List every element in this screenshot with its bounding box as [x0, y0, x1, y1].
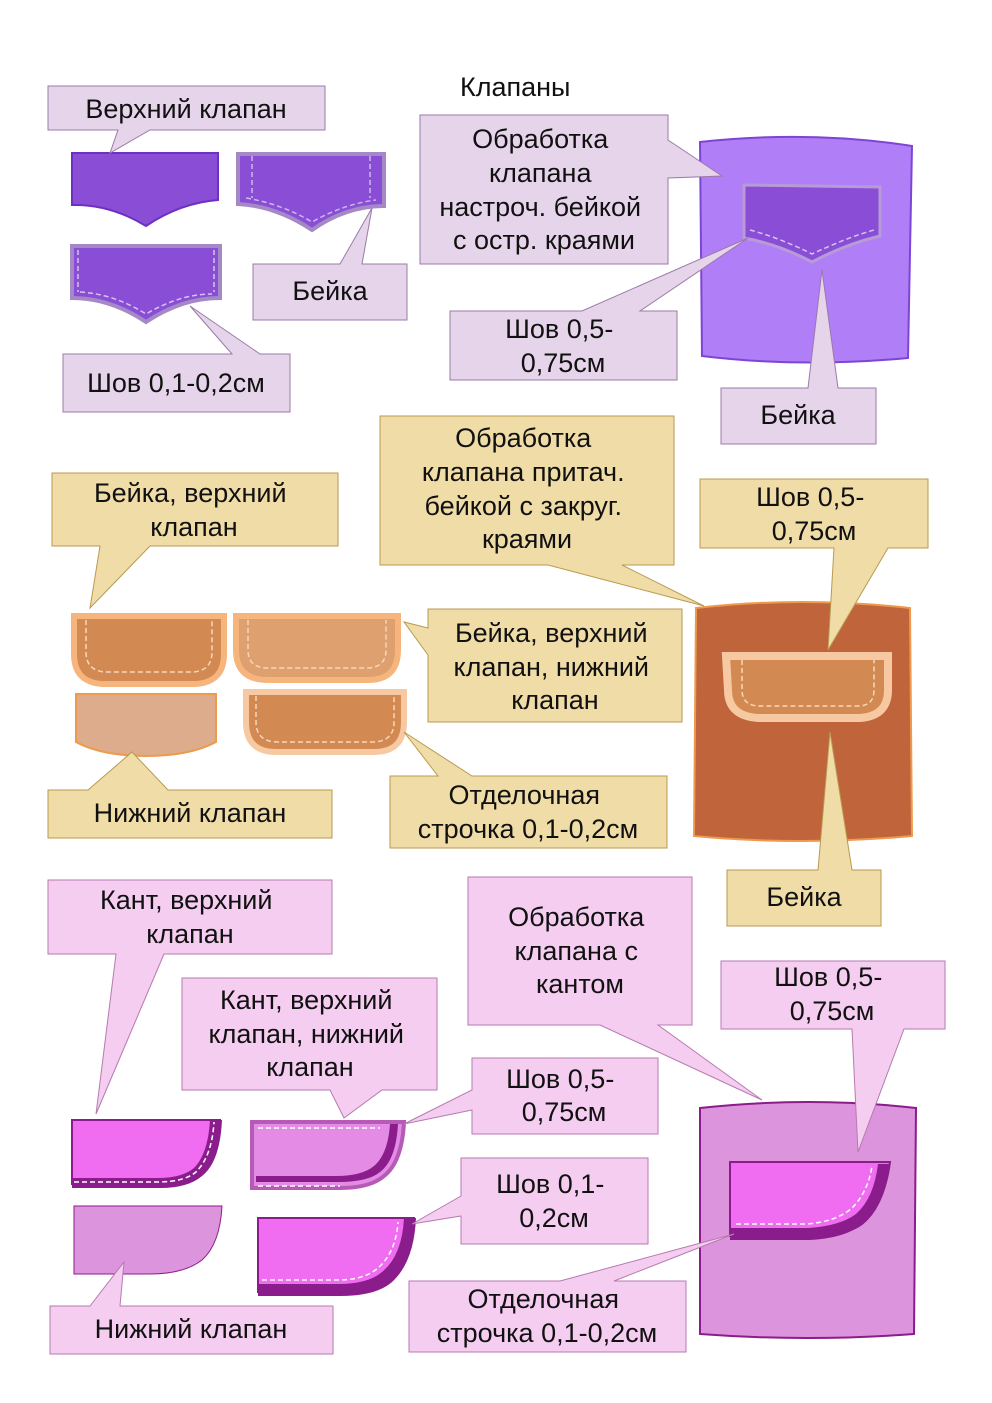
faced-upper-flap	[71, 613, 227, 687]
callout-topstitch	[389, 731, 668, 849]
callout-piping-upper	[47, 879, 333, 1115]
flap-on-garment	[721, 652, 892, 722]
callout-seam-big	[699, 478, 929, 651]
label-facing: Бейка	[292, 276, 368, 306]
piping-edge	[72, 1120, 222, 1188]
callout-method	[467, 876, 763, 1101]
piping-edge	[730, 1164, 890, 1240]
callout-lower-flap	[49, 1260, 334, 1355]
label-upper-flap: Верхний клапан	[85, 94, 286, 124]
label-lower-flap: Нижний клапан	[94, 798, 287, 828]
label-topstitch: Отделочная строчка 0,1-0,2см	[437, 1284, 657, 1348]
callout-seam-mid	[403, 1057, 659, 1135]
lower-flap-shape	[75, 693, 217, 758]
label-seam-small: Шов 0,1- 0,2см	[496, 1169, 612, 1233]
label-method: Обработка клапана с кантом	[508, 902, 652, 999]
section-sharp-facing: Верхний клапан Бейка Шов 0,1-0,2см Обраб…	[47, 85, 914, 445]
stitch-line	[255, 696, 395, 743]
callout-facing-big	[720, 269, 877, 445]
callout-topstitch	[408, 1233, 735, 1353]
label-seam-big: Шов 0,5- 0,75см	[774, 962, 890, 1026]
label-seam: Шов 0,1-0,2см	[87, 368, 265, 398]
stitch-line	[749, 229, 875, 255]
callout-upper-flap	[47, 85, 326, 155]
faced-both-flap	[233, 613, 401, 683]
section-rounded-facing: Бейка, верхний клапан Обработка клапана …	[47, 415, 929, 927]
stitch-line	[741, 660, 875, 707]
callout-method	[379, 415, 705, 607]
page-title: Клапаны	[460, 72, 570, 102]
upper-flap-shape	[71, 152, 219, 228]
callout-seam-big	[720, 960, 946, 1153]
callout-seam-small	[411, 1157, 649, 1245]
piping-edge	[256, 1124, 398, 1182]
topstitched-flap	[243, 689, 407, 755]
label-facing-big: Бейка	[760, 400, 836, 430]
stitch-line	[77, 250, 215, 315]
stitched-flap-shape	[70, 244, 222, 325]
faced-flap-shape	[236, 152, 386, 233]
label-method: Обработка клапана притач. бейкой с закру…	[422, 423, 632, 554]
stitch-line	[85, 620, 213, 673]
callout-piping-upper-lower	[181, 977, 438, 1119]
stitch-line	[262, 1221, 399, 1281]
label-lower-flap: Нижний клапан	[95, 1314, 288, 1344]
piping-edge	[258, 1218, 416, 1296]
callout-facing-upper	[51, 472, 339, 610]
callout-lower-flap	[47, 751, 333, 839]
callout-seam-big	[449, 237, 749, 381]
lower-flap-shape	[73, 1205, 223, 1275]
label-seam-big: Шов 0,5- 0,75см	[505, 314, 621, 378]
stitch-line	[74, 1121, 215, 1183]
label-piping-upper: Кант, верхний клапан	[100, 885, 280, 949]
stitch-line	[258, 1127, 380, 1187]
label-seam-mid: Шов 0,5- 0,75см	[506, 1064, 622, 1127]
section-piping: Кант, верхний клапан Обработка клапана с…	[47, 876, 946, 1355]
callout-facing-big	[726, 731, 882, 927]
callout-method	[419, 114, 724, 265]
stitch-line	[736, 1165, 873, 1225]
label-piping-upper-lower: Кант, верхний клапан, нижний клапан	[208, 985, 411, 1082]
label-facing-upper: Бейка, верхний клапан	[94, 478, 294, 542]
label-seam-big: Шов 0,5- 0,75см	[756, 482, 872, 546]
callout-facing-upper-lower	[402, 608, 683, 723]
label-facing-big: Бейка	[766, 882, 842, 912]
label-method: Обработка клапана настроч. бейкой с остр…	[439, 124, 648, 255]
label-facing-upper-lower: Бейка, верхний клапан, нижний клапан	[453, 618, 656, 715]
flap-on-garment	[742, 183, 882, 264]
callout-facing	[252, 207, 408, 321]
callout-seam	[62, 305, 291, 413]
stitch-line	[245, 156, 377, 223]
label-topstitch: Отделочная строчка 0,1-0,2см	[418, 780, 638, 844]
